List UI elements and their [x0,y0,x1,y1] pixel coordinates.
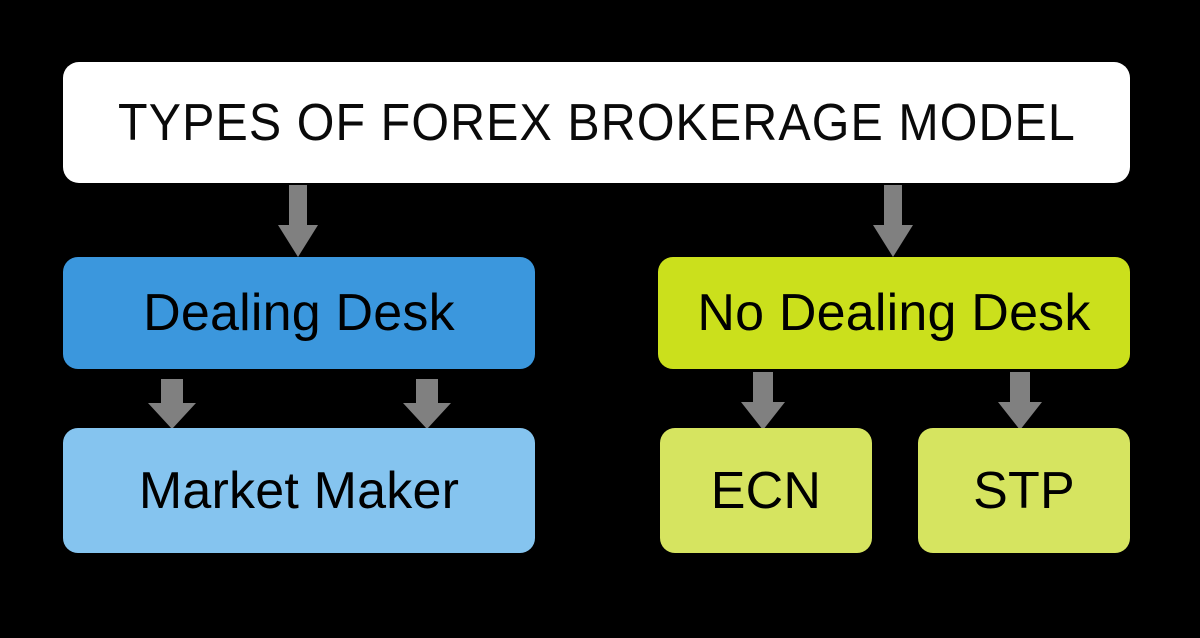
page-title: TYPES OF FOREX BROKERAGE MODEL [117,93,1076,152]
down-arrow-icon-dealing-desk-to-market-maker-right [403,379,451,429]
title-box: TYPES OF FOREX BROKERAGE MODEL [63,62,1130,183]
node-ecn[interactable]: ECN [660,428,872,553]
node-label-market-maker: Market Maker [138,461,460,520]
node-market-maker[interactable]: Market Maker [63,428,535,553]
down-arrow-icon-dealing-desk-to-market-maker-left [148,379,196,429]
node-label-stp: STP [973,461,1075,520]
node-stp[interactable]: STP [918,428,1130,553]
down-arrow-icon-title-to-dealing-desk [278,185,318,257]
down-arrow-icon-no-dealing-desk-to-ecn [741,372,785,430]
node-label-dealing-desk: Dealing Desk [143,284,455,342]
node-label-ecn: ECN [710,461,822,520]
node-label-no-dealing-desk: No Dealing Desk [697,284,1091,342]
node-no-dealing-desk[interactable]: No Dealing Desk [658,257,1130,369]
node-dealing-desk[interactable]: Dealing Desk [63,257,535,369]
down-arrow-icon-no-dealing-desk-to-stp [998,372,1042,430]
down-arrow-icon-title-to-no-dealing-desk [873,185,913,257]
